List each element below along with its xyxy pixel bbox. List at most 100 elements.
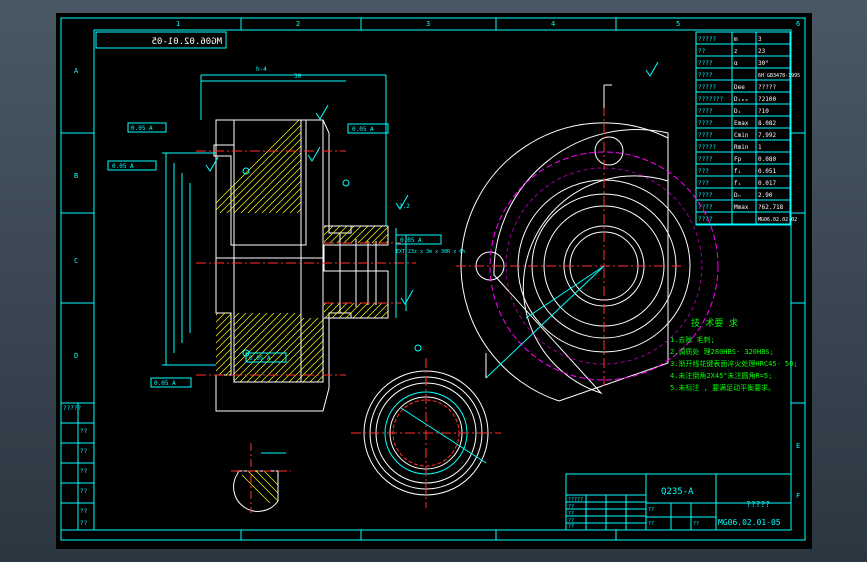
param-value-14: 2.90 <box>758 192 773 199</box>
tolerance-frames <box>107 122 442 388</box>
tolerance-text: 0.05 A 0.05 A 0.05 A 0.05 A 0.05 A 0.05 … <box>112 66 465 387</box>
inner-dashed <box>505 167 703 365</box>
tolerance-6: 0.05 A <box>400 237 422 244</box>
sheet-frame <box>60 17 806 541</box>
tech-note-3: 3.渐开线花键表面淬火处理HRC45- 50; <box>670 359 798 368</box>
zone-row-f: F <box>796 492 800 500</box>
mirrored-drawing-number: MG06.02.01-05 <box>152 37 222 47</box>
left-strip-cell-5: ?? <box>80 508 88 515</box>
tb-cell-3: ?? <box>568 511 574 517</box>
dimension-top: 30 <box>294 73 302 80</box>
param-value-11: 0.080 <box>758 156 776 163</box>
param-value-7: ?10 <box>758 108 769 115</box>
param-label-11: ???? <box>698 156 713 163</box>
front-leaders <box>485 265 605 379</box>
param-label-14: ???? <box>698 192 713 199</box>
param-value-6: ?2100 <box>758 96 776 103</box>
param-label-15: ???? <box>698 204 713 211</box>
param-value-9: 7.992 <box>758 132 776 139</box>
param-symbol-12: fᵢ <box>734 168 741 175</box>
tolerance-2: 0.05 A <box>352 126 374 133</box>
section-centerlines <box>196 150 416 376</box>
tb-cell-1: ????? <box>568 497 583 503</box>
roughness-marks <box>205 61 659 305</box>
param-label-6: ??????? <box>698 96 724 103</box>
param-label-12: ??? <box>698 168 709 175</box>
param-value-12: 0.051 <box>758 168 776 175</box>
tech-note-4: 4.未注倒角2X45°未注圆角R=5; <box>670 371 772 380</box>
param-symbol-8: Emax <box>734 120 749 127</box>
tech-notes-title: 技 术要 求 <box>691 317 738 329</box>
param-label-13: ??? <box>698 180 709 187</box>
param-label-1: ????? <box>698 36 716 43</box>
zone-col-2: 2 <box>296 20 300 28</box>
param-symbol-6: Dᵢₑₑ <box>734 96 748 103</box>
left-strip-cell-4: ?? <box>80 488 88 495</box>
param-value-2: 23 <box>758 48 766 55</box>
dimension-top2: h-4 <box>256 66 267 73</box>
datum-symbols <box>242 167 422 357</box>
roughness-value: 3.2 <box>399 203 410 210</box>
zone-row-c: C <box>74 257 78 265</box>
zone-col-4: 4 <box>551 20 555 28</box>
zone-col-1: 1 <box>176 20 180 28</box>
param-value-10: 1 <box>758 144 762 151</box>
drawing-sheet: 1 2 3 4 5 6 A B C D E F MG06.02.01-05 <box>60 17 806 541</box>
flange-outline <box>493 129 669 395</box>
section-outline <box>233 119 388 383</box>
param-label-10: ????? <box>698 144 716 151</box>
param-symbol-5: Dee <box>734 84 745 91</box>
bushing-view <box>351 358 501 508</box>
tech-notes: 技 术要 求 1.去除 毛刺; 2.调质处 理280HBS- 320HBS; 3… <box>670 317 798 392</box>
tb-cell-7: ?? <box>648 521 654 527</box>
param-value-1: 3 <box>758 36 762 43</box>
tb-cell-2: ?? <box>568 504 574 510</box>
zone-labels: 1 2 3 4 5 6 A B C D E F <box>74 20 800 500</box>
param-symbol-15: Mmax <box>734 204 749 211</box>
param-symbol-13: fᵢ <box>734 180 741 187</box>
spline-spec: EXT 23z x 3m x 30R x 6h <box>396 249 465 255</box>
left-strip-cell-6: ?? <box>80 520 88 527</box>
tech-note-5: 5.未标注 , 要满足动平衡要求。 <box>670 383 775 392</box>
param-symbol-2: z <box>734 48 738 55</box>
tolerance-4: 0.05 A <box>249 355 271 362</box>
param-label-9: ???? <box>698 132 713 139</box>
left-strip-cell-2: ?? <box>80 448 88 455</box>
drawing-canvas[interactable]: 1 2 3 4 5 6 A B C D E F MG06.02.01-05 <box>56 13 812 549</box>
zone-markers <box>61 18 805 540</box>
zone-row-b: B <box>74 172 78 180</box>
zone-row-a: A <box>74 67 79 75</box>
title-block <box>565 473 792 531</box>
param-value-13: 0.017 <box>758 180 776 187</box>
section-hatch-upper <box>213 119 389 259</box>
param-label-7: ???? <box>698 108 713 115</box>
section-dimensions <box>162 74 407 366</box>
tb-cell-6: ?? <box>648 507 654 513</box>
left-strip-text: ????? ?? ?? ?? ?? ?? ?? <box>63 405 88 527</box>
tolerance-1: 0.05 A <box>131 125 153 132</box>
front-view <box>456 88 719 402</box>
detail-view <box>231 443 291 513</box>
param-symbol-3: α <box>734 60 738 67</box>
param-value-4: 6H GB3478-1995 <box>758 73 800 79</box>
tolerance-3: 0.05 A <box>112 163 134 170</box>
tech-note-2: 2.调质处 理280HBS- 320HBS; <box>670 347 774 356</box>
title-block-text: Q235-A ????? MG06.02.01-05 ????? ?? ?? ?… <box>568 487 781 530</box>
front-centerlines <box>456 88 681 388</box>
param-label-4: ???? <box>698 72 713 79</box>
param-symbol-10: Rmin <box>734 144 749 151</box>
param-value-16: MG06.02.02-02 <box>758 217 797 223</box>
part-name: ????? <box>746 500 770 509</box>
tb-cell-5: ?? <box>568 524 574 530</box>
param-symbol-1: m <box>734 36 738 43</box>
left-strip-cell-3: ?? <box>80 468 88 475</box>
drawing-number: MG06.02.01-05 <box>718 518 781 527</box>
param-label-2: ?? <box>698 48 706 55</box>
param-label-5: ????? <box>698 84 716 91</box>
param-value-3: 30° <box>758 60 769 67</box>
zone-col-5: 5 <box>676 20 680 28</box>
param-value-15: ?62.718 <box>758 204 784 211</box>
mirrored-title-box <box>95 31 227 49</box>
tb-cell-8: ?? <box>693 521 699 527</box>
